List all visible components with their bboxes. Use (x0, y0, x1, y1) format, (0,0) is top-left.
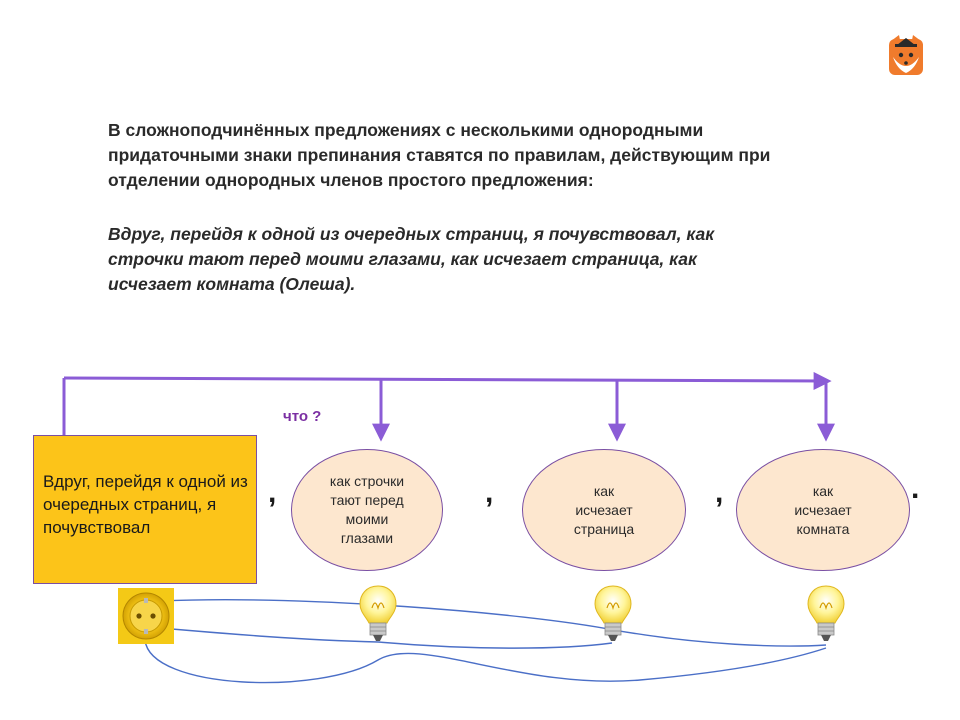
example-line: Вдруг, перейдя к одной из очередных стра… (108, 224, 715, 244)
rule-text: В сложноподчинённых предложениях с неско… (108, 118, 868, 193)
clause-line: исчезает (575, 501, 633, 518)
comma-mark: , (485, 476, 494, 509)
power-socket-icon (118, 588, 174, 644)
clause-line: тают перед (330, 492, 404, 508)
main-clause-text: Вдруг, перейдя к одной из очередных стра… (43, 472, 248, 537)
light-bulb-icon (594, 585, 632, 641)
period-mark: . (911, 472, 920, 505)
clause-line: как строчки (329, 473, 405, 489)
example-line: исчезает комната (Олеша). (108, 274, 356, 294)
light-bulb-icon (359, 585, 397, 641)
arrow-top-bar (63, 371, 832, 390)
clause-text: как исчезает комната (794, 482, 851, 539)
subordinate-clause-oval-2: как исчезает страница (522, 449, 686, 571)
comma-mark: , (715, 476, 724, 509)
rule-line: отделении однородных членов простого пре… (108, 170, 594, 190)
clause-line: исчезает (794, 501, 852, 518)
electric-wires (144, 599, 827, 684)
example-sentence: Вдруг, перейдя к одной из очередных стра… (108, 222, 868, 297)
question-label: что ? (283, 408, 322, 425)
clause-line: как (593, 482, 615, 499)
question-arrows (62, 371, 835, 442)
subordinate-clause-oval-1: как строчки тают перед моими глазами (291, 449, 443, 571)
clause-text: как строчки тают перед моими глазами (330, 472, 404, 548)
main-clause-box: Вдруг, перейдя к одной из очередных стра… (33, 435, 257, 584)
clause-line: как (812, 482, 834, 499)
clause-line: глазами (340, 530, 394, 546)
clause-line: страница (573, 520, 635, 537)
clause-text: как исчезает страница (574, 482, 634, 539)
rule-line: В сложноподчинённых предложениях с неско… (108, 120, 704, 140)
light-bulb-icon (807, 585, 845, 641)
subordinate-clause-oval-3: как исчезает комната (736, 449, 910, 571)
rule-line: придаточными знаки препинания ставятся п… (108, 145, 771, 165)
clause-line: моими (345, 511, 389, 527)
clause-line: комната (796, 520, 850, 537)
example-line: строчки тают перед моими глазами, как ис… (108, 249, 697, 269)
comma-mark: , (268, 476, 277, 509)
